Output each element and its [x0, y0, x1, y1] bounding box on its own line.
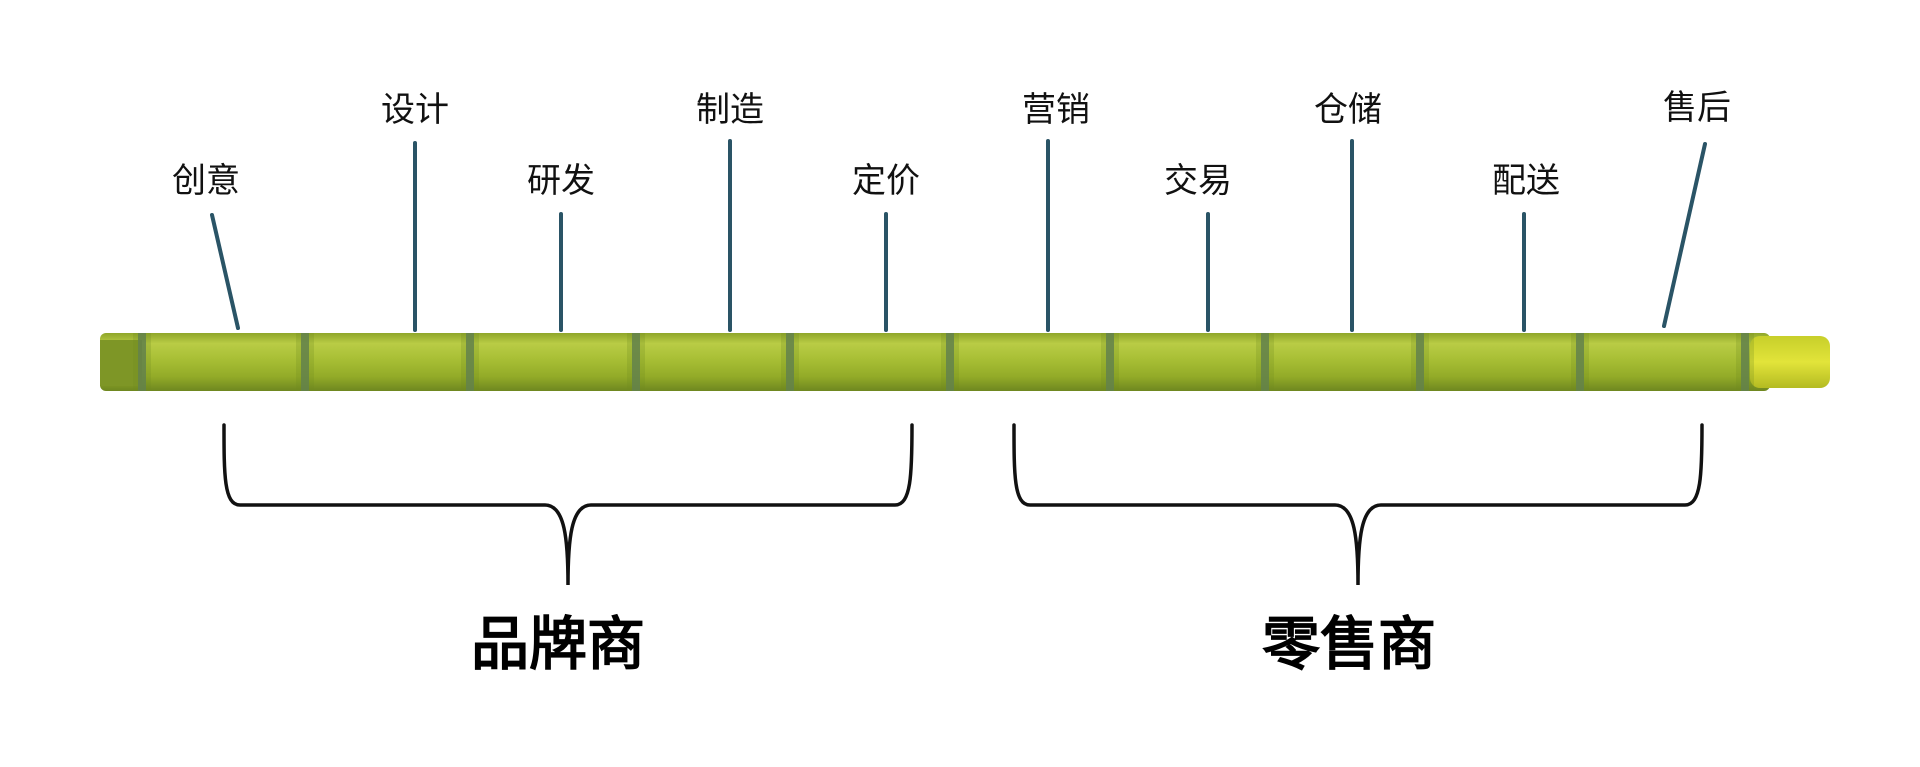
stalk-node-band — [133, 333, 151, 391]
stalk-node — [1261, 333, 1269, 391]
stalk-node — [466, 333, 474, 391]
stage-label-warehousing: 仓储 — [1314, 90, 1382, 130]
stalk-node-band — [296, 333, 314, 391]
stage-label-rnd: 研发 — [527, 161, 595, 201]
stage-label-after-sales: 售后 — [1663, 88, 1731, 128]
stalk-node-band — [627, 333, 645, 391]
stalk-node — [786, 333, 794, 391]
stalk-node-band — [1736, 333, 1754, 391]
stage-pointers — [210, 139, 1707, 332]
group-label-retailer: 零售商 — [1261, 610, 1437, 678]
stalk-nodes — [133, 333, 1754, 391]
stalk-node-band — [1256, 333, 1274, 391]
stage-label-design: 设计 — [381, 90, 449, 130]
stalk-node-band — [1411, 333, 1429, 391]
stalk-node — [1576, 333, 1584, 391]
sugarcane-stalk — [100, 333, 1830, 391]
stalk-right-tip — [1750, 336, 1830, 388]
stalk-node — [138, 333, 146, 391]
stalk-node-band — [1101, 333, 1119, 391]
stalk-body — [100, 333, 1770, 391]
stage-label-delivery: 配送 — [1492, 161, 1560, 201]
group-label-brand: 品牌商 — [470, 610, 646, 678]
stalk-node — [1741, 333, 1749, 391]
brand-bracket — [222, 423, 914, 586]
stage-label-ideation: 创意 — [172, 161, 240, 201]
stalk-node — [301, 333, 309, 391]
stage-pointer — [210, 213, 240, 330]
stalk-node-band — [941, 333, 959, 391]
stage-label-transaction: 交易 — [1164, 161, 1232, 201]
stalk-left-end — [100, 340, 142, 386]
stage-label-pricing: 定价 — [852, 161, 920, 201]
stalk-node-band — [461, 333, 479, 391]
stalk-node — [632, 333, 640, 391]
stage-label-manufacturing: 制造 — [696, 90, 764, 130]
stalk-node-band — [1571, 333, 1589, 391]
stalk-node-band — [781, 333, 799, 391]
stalk-node — [1416, 333, 1424, 391]
retailer-bracket — [1012, 423, 1704, 586]
stalk-node — [946, 333, 954, 391]
stalk-node — [1106, 333, 1114, 391]
stage-label-marketing: 营销 — [1022, 90, 1090, 130]
stage-pointer — [1662, 142, 1707, 328]
